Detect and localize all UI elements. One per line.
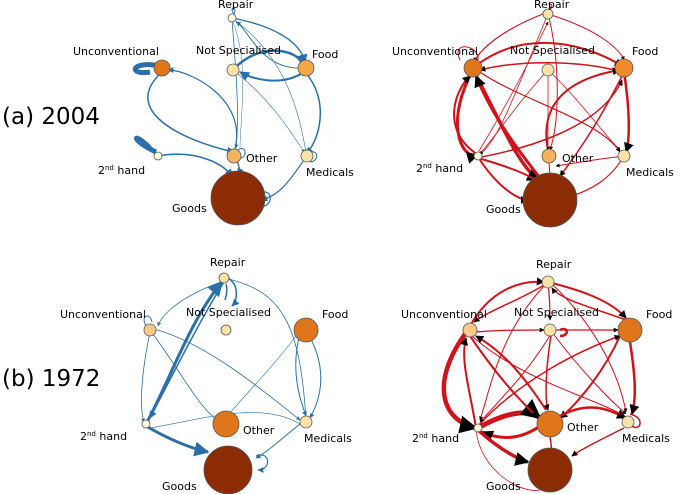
node-second-hand xyxy=(473,151,483,161)
node-repair xyxy=(541,275,555,289)
node-goods xyxy=(210,170,266,226)
node-food xyxy=(614,58,634,78)
label-medicals: Medicals xyxy=(626,166,674,179)
node-other xyxy=(226,148,242,164)
labels-2004-red: Repair Not Specialised Unconventional Fo… xyxy=(392,0,674,216)
label-goods: Goods xyxy=(162,480,197,493)
label-medicals: Medicals xyxy=(306,166,354,179)
node-goods xyxy=(522,172,578,228)
label-unconventional: Unconventional xyxy=(401,308,487,321)
node-unconventional xyxy=(143,323,157,337)
node-food xyxy=(297,59,315,77)
label-food: Food xyxy=(646,308,672,321)
label-repair: Repair xyxy=(536,258,572,271)
node-unconventional xyxy=(463,58,483,78)
node-second-hand xyxy=(473,423,483,433)
node-repair xyxy=(227,13,237,23)
node-medicals xyxy=(299,415,313,429)
labels-1972-blue: Repair Not Specialised Unconventional Fo… xyxy=(60,256,352,493)
label-other: Other xyxy=(567,421,599,434)
node-goods xyxy=(203,445,253,494)
row-label-1972: (b) 1972 xyxy=(2,366,100,392)
row-label-2004: (a) 2004 xyxy=(2,104,100,130)
label-goods: Goods xyxy=(486,203,521,216)
label-not-specialised: Not Specialised xyxy=(510,44,595,57)
label-goods: Goods xyxy=(172,202,207,215)
panel-2004-blue: Repair Not Specialised Unconventional Fo… xyxy=(73,0,354,226)
node-not-specialised xyxy=(220,324,232,336)
node-second-hand xyxy=(153,151,163,161)
panel-2004-red: Repair Not Specialised Unconventional Fo… xyxy=(392,0,674,228)
label-food: Food xyxy=(632,45,658,58)
node-not-specialised xyxy=(543,323,557,337)
label-medicals: Medicals xyxy=(304,432,352,445)
label-unconventional: Unconventional xyxy=(392,45,478,58)
panel-1972-blue: Repair Not Specialised Unconventional Fo… xyxy=(60,256,352,494)
node-medicals xyxy=(621,415,635,429)
label-repair: Repair xyxy=(534,0,570,11)
node-other xyxy=(541,148,557,164)
label-unconventional: Unconventional xyxy=(73,45,159,58)
label-medicals: Medicals xyxy=(622,432,670,445)
node-repair xyxy=(218,272,230,284)
label-goods: Goods xyxy=(486,480,521,493)
label-other: Other xyxy=(562,152,594,165)
label-repair: Repair xyxy=(218,0,254,11)
label-other: Other xyxy=(246,152,278,165)
label-not-specialised: Not Specialised xyxy=(186,306,271,319)
node-unconventional xyxy=(153,59,171,77)
label-second-hand: 2nd hand xyxy=(416,162,463,175)
node-goods xyxy=(527,447,573,493)
label-second-hand: 2nd hand xyxy=(80,430,127,443)
node-food xyxy=(293,317,319,343)
label-not-specialised: Not Specialised xyxy=(514,306,599,319)
node-medicals xyxy=(300,149,314,163)
node-medicals xyxy=(617,149,631,163)
nodes-1972-red xyxy=(462,275,643,493)
node-unconventional xyxy=(462,322,478,338)
edges-2004-red xyxy=(453,3,634,204)
labels-2004-blue: Repair Not Specialised Unconventional Fo… xyxy=(73,0,354,215)
node-repair xyxy=(542,8,554,20)
node-not-specialised xyxy=(226,63,240,77)
nodes-2004-red xyxy=(463,8,634,228)
label-food: Food xyxy=(312,48,338,61)
edges-1972-red xyxy=(441,277,641,491)
label-unconventional: Unconventional xyxy=(60,308,146,321)
node-other xyxy=(212,410,240,438)
node-second-hand xyxy=(141,419,151,429)
node-other xyxy=(536,410,564,438)
label-second-hand: 2nd hand xyxy=(412,432,459,445)
nodes-2004-blue xyxy=(153,13,315,226)
node-not-specialised xyxy=(541,63,555,77)
label-other: Other xyxy=(243,424,275,437)
node-food xyxy=(617,317,643,343)
panel-1972-red: Repair Not Specialised Unconventional Fo… xyxy=(401,258,672,493)
label-not-specialised: Not Specialised xyxy=(196,44,281,57)
nodes-1972-blue xyxy=(141,272,319,494)
label-second-hand: 2nd hand xyxy=(98,164,145,177)
labels-1972-red: Repair Not Specialised Unconventional Fo… xyxy=(401,258,672,493)
label-food: Food xyxy=(322,308,348,321)
label-repair: Repair xyxy=(210,256,246,269)
